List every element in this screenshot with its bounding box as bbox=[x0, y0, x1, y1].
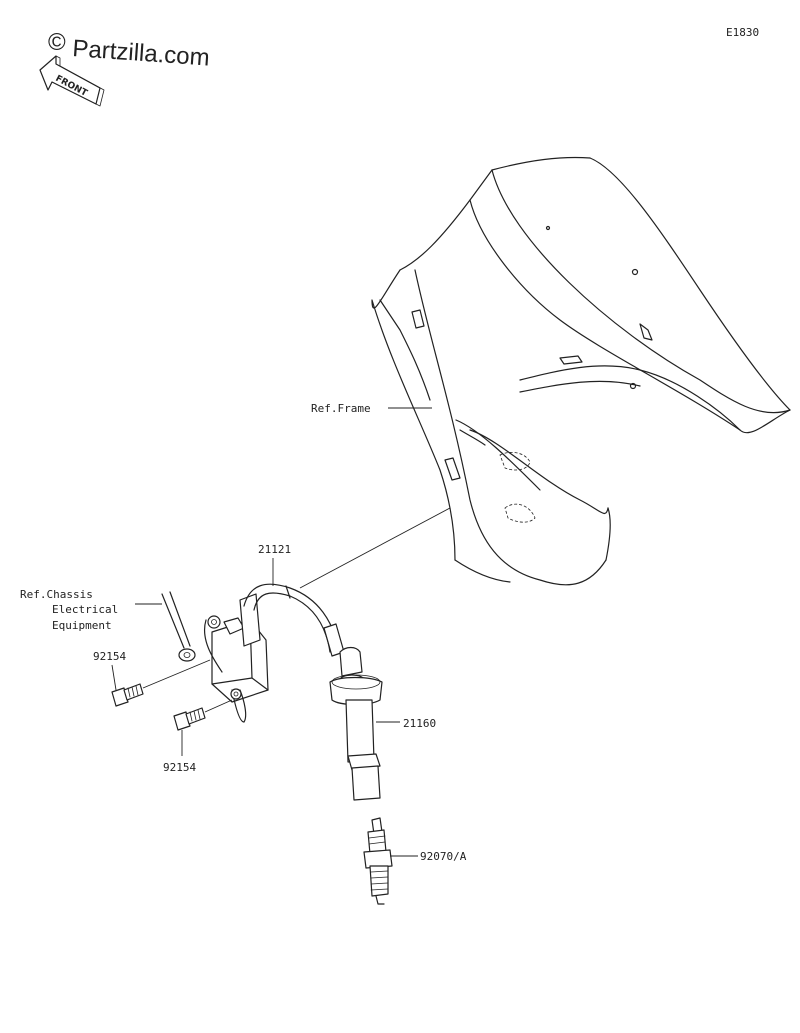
spark-plug bbox=[363, 817, 393, 905]
label-92070a: 92070/A bbox=[420, 850, 467, 863]
label-ref-chassis-3: Equipment bbox=[52, 619, 112, 632]
label-ref-chassis-1: Ref.Chassis bbox=[20, 588, 93, 601]
frame-body-outline bbox=[371, 156, 791, 586]
ground-wire bbox=[161, 591, 196, 662]
label-21121: 21121 bbox=[258, 543, 291, 556]
label-92154-lower: 92154 bbox=[163, 761, 196, 774]
callout-spark-plug: 92070/A bbox=[390, 850, 467, 863]
label-ref-chassis-2: Electrical bbox=[52, 603, 118, 616]
label-92154-upper: 92154 bbox=[93, 650, 126, 663]
plug-cap bbox=[329, 646, 383, 801]
bolt-lower bbox=[173, 699, 233, 731]
callout-plug-cap: 21160 bbox=[376, 717, 436, 730]
callout-bolt-lower: 92154 bbox=[163, 730, 196, 774]
label-ref-frame: Ref.Frame bbox=[311, 402, 371, 415]
label-21160: 21160 bbox=[403, 717, 436, 730]
copyright-symbol: © bbox=[48, 29, 66, 56]
ignition-coil bbox=[204, 593, 269, 723]
watermark: © Partzilla.com bbox=[48, 29, 211, 72]
watermark-brand: Partzilla.com bbox=[72, 35, 211, 72]
ht-cable bbox=[243, 583, 345, 657]
callout-frame-ref: Ref.Frame bbox=[311, 402, 432, 415]
diagram-code: E1830 bbox=[726, 26, 759, 39]
callout-cable: 21121 bbox=[258, 543, 291, 586]
reference-line bbox=[299, 507, 451, 589]
callout-bolt-upper: 92154 bbox=[93, 650, 126, 691]
bolt-upper bbox=[111, 659, 211, 707]
callout-chassis-ref: Ref.Chassis Electrical Equipment bbox=[20, 588, 162, 632]
